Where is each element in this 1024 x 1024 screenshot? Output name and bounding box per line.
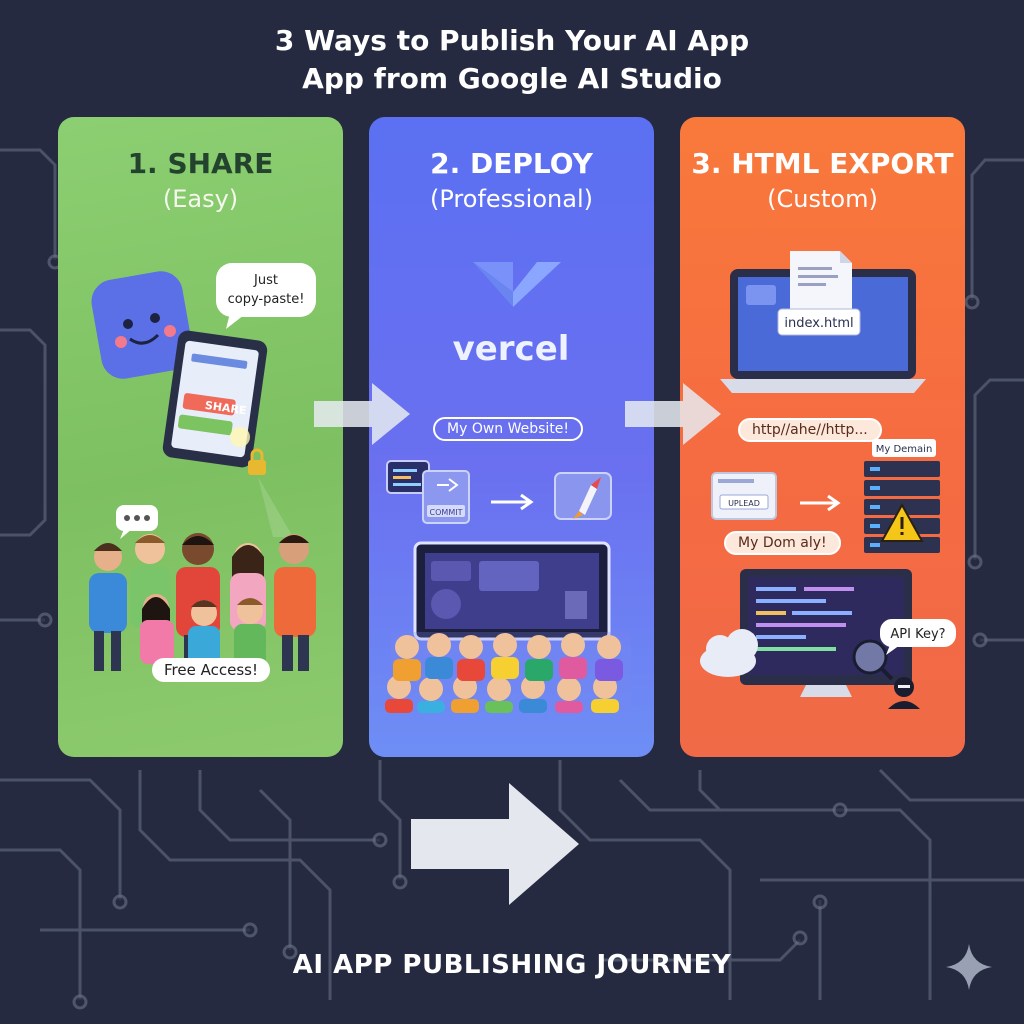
domain-pill: My Dom aly! bbox=[724, 531, 841, 555]
arrow-right-icon bbox=[625, 383, 721, 445]
copy-paste-bubble: Just copy-paste! bbox=[216, 263, 316, 329]
tablet-icon: SHARE bbox=[162, 330, 268, 468]
share-button-label: SHARE bbox=[204, 399, 247, 418]
domain-tag-label: My Demain bbox=[876, 444, 933, 455]
lock-icon bbox=[248, 448, 266, 475]
people-group bbox=[89, 533, 316, 671]
my-own-website-pill: My Own Website! bbox=[433, 417, 584, 441]
html-export-panel: 3. HTML EXPORT (Custom) index.html My De… bbox=[680, 117, 965, 757]
api-key-label: API Key? bbox=[890, 627, 945, 642]
html-export-illustration: index.html My Demain UPLEAD bbox=[700, 251, 956, 709]
rocket-icon bbox=[554, 472, 612, 520]
html-export-subtitle: (Custom) bbox=[767, 185, 878, 213]
magnifier-icon bbox=[852, 639, 894, 681]
file-icon bbox=[790, 251, 852, 317]
page-title: 3 Ways to Publish Your AI App App from G… bbox=[0, 22, 1024, 98]
upload-arrow-icon bbox=[800, 494, 841, 512]
crowd-group bbox=[385, 632, 631, 713]
chat-dots-icon bbox=[116, 505, 158, 539]
share-subtitle: (Easy) bbox=[162, 185, 239, 213]
commit-box: COMMIT bbox=[422, 470, 470, 524]
title-line-2: App from Google AI Studio bbox=[302, 62, 722, 95]
share-heading: 1. SHARE bbox=[127, 147, 274, 180]
url-pill: http//ahe//http... bbox=[738, 418, 882, 442]
warning-icon bbox=[880, 502, 924, 542]
api-key-bubble: API Key? bbox=[880, 619, 956, 655]
file-label: index.html bbox=[784, 316, 853, 331]
deploy-heading: 2. DEPLOY bbox=[430, 147, 593, 180]
commit-arrow-icon bbox=[491, 493, 534, 511]
share-panel: 1. SHARE (Easy) Just copy-paste! SHARE bbox=[58, 117, 343, 757]
title-line-1: 3 Ways to Publish Your AI App bbox=[274, 24, 750, 57]
deploy-illustration: vercel COMMIT bbox=[385, 262, 631, 713]
deploy-panel: 2. DEPLOY (Professional) vercel COMMIT bbox=[369, 117, 654, 757]
free-access-callout: Free Access! bbox=[152, 658, 270, 682]
sparkle-icon bbox=[946, 944, 992, 990]
monitor-icon bbox=[413, 541, 611, 641]
vercel-logo-icon bbox=[473, 262, 561, 307]
bubble-line-2: copy-paste! bbox=[228, 292, 305, 307]
hacker-icon bbox=[888, 677, 920, 709]
bubble-line-1: Just bbox=[253, 273, 278, 288]
cloud-icon bbox=[700, 629, 758, 677]
deploy-subtitle: (Professional) bbox=[430, 185, 593, 213]
vercel-wordmark: vercel bbox=[453, 329, 570, 369]
robot-icon bbox=[91, 271, 193, 379]
footer-title: AI APP PUBLISHING JOURNEY bbox=[292, 950, 732, 980]
html-export-heading: 3. HTML EXPORT bbox=[691, 147, 954, 180]
upload-label: UPLEAD bbox=[728, 499, 760, 508]
commit-label: COMMIT bbox=[430, 508, 463, 517]
share-illustration: Just copy-paste! SHARE bbox=[89, 263, 316, 671]
upload-window-icon: UPLEAD bbox=[711, 472, 777, 520]
journey-arrow-icon bbox=[411, 783, 579, 905]
arrow-right-icon bbox=[314, 383, 410, 445]
